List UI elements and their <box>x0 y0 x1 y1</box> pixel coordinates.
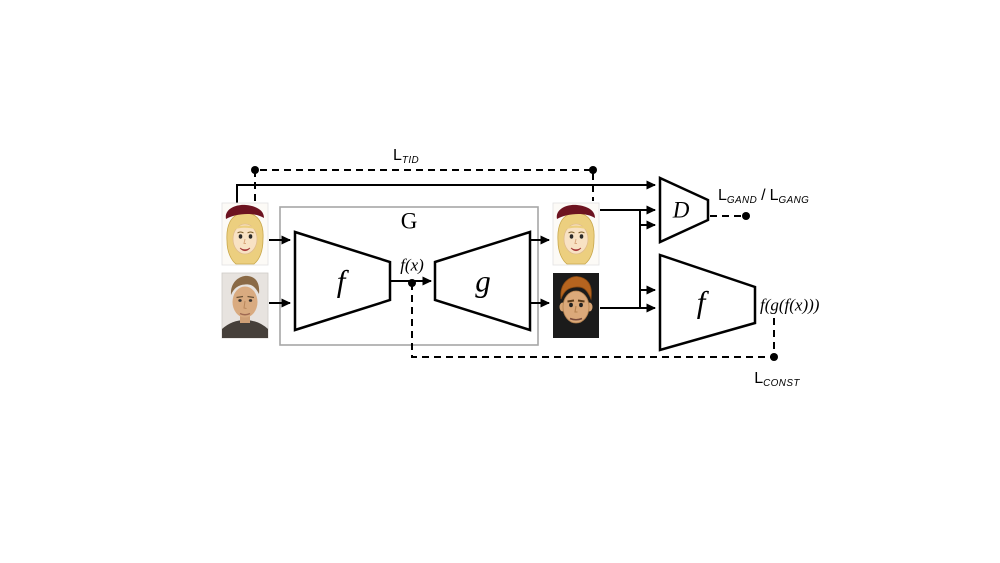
lconst-dashed-line <box>411 283 775 358</box>
lgand-sub: GAND <box>726 194 758 206</box>
loss-ltid-label: LTID <box>393 148 419 166</box>
ltid-dot-left <box>251 166 259 174</box>
loss-lconst-label: LCONST <box>754 371 800 389</box>
lconst-dot-right <box>770 353 778 361</box>
lconst-sub: CONST <box>763 377 800 389</box>
ltid-dashed-line <box>254 169 594 201</box>
reconstructed-feature-label: f(g(f(x))) <box>760 295 820 315</box>
decoder-g-label: g <box>475 263 491 299</box>
loss-lgan-label: LGAND/LGANG <box>718 188 809 206</box>
generator-box-label: G <box>400 208 418 234</box>
input-cartoon-woman-face-image <box>221 202 269 266</box>
feature-fx-label: f(x) <box>400 255 424 275</box>
discriminator-label: D <box>672 197 690 223</box>
second-f-label: f <box>696 284 706 320</box>
line-input-top-to-discriminator <box>236 180 656 204</box>
lgang-sub: GANG <box>778 194 810 206</box>
lgan-dot <box>742 212 750 220</box>
ltid-dot-right <box>589 166 597 174</box>
discriminator-trapezoid <box>658 176 710 244</box>
output-cartoon-woman-face-image <box>552 202 600 266</box>
encoder-f-trapezoid <box>293 230 392 332</box>
second-f-trapezoid <box>658 253 757 352</box>
input-photo-man-face-image <box>221 272 269 339</box>
generator-box <box>279 206 539 346</box>
encoder-f-label: f <box>336 263 346 299</box>
output-cartoon-man-face-image <box>553 273 599 338</box>
lgang-base: L <box>769 187 779 205</box>
lgan-separator: / <box>761 187 766 205</box>
lgand-base: L <box>718 187 727 205</box>
decoder-g-trapezoid <box>433 230 532 332</box>
ltid-base: L <box>392 147 402 165</box>
ltid-sub: TID <box>401 154 420 166</box>
lconst-base: L <box>754 370 764 388</box>
